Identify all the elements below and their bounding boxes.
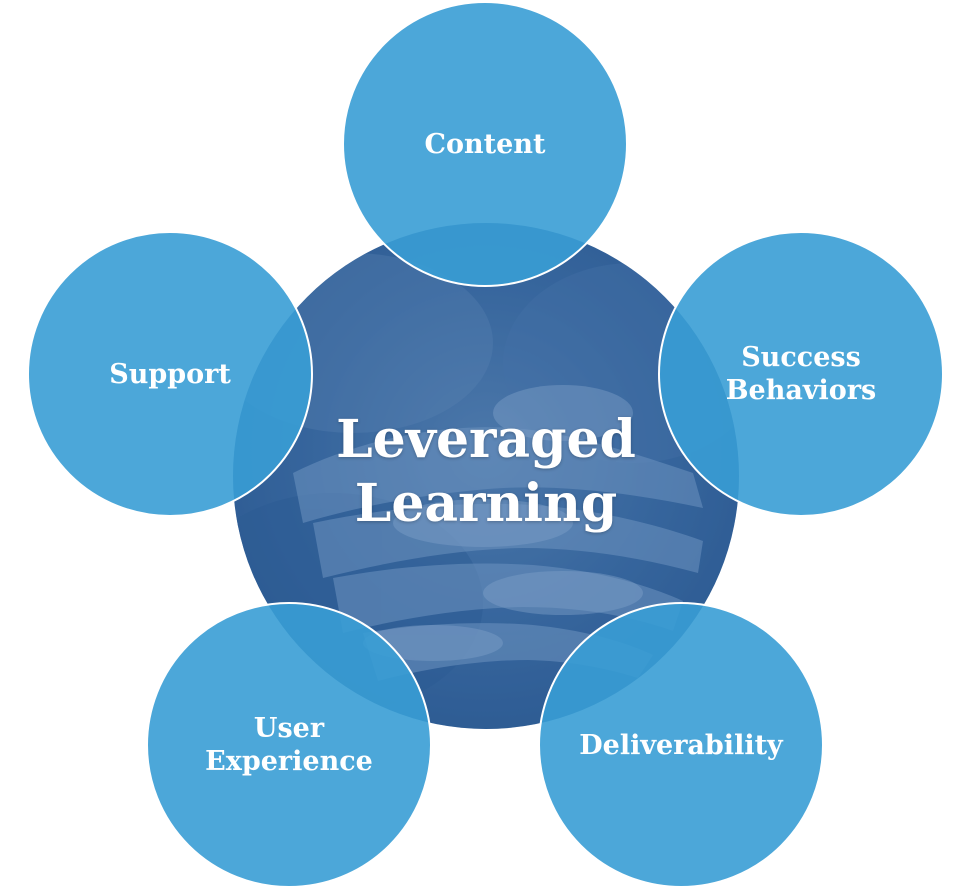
center-image-circle	[233, 223, 739, 729]
node-deliverability[interactable]: Deliverability	[538, 602, 824, 888]
node-success-behaviors[interactable]: Success Behaviors	[658, 231, 944, 517]
node-content[interactable]: Content	[342, 1, 628, 287]
node-support-label: Support	[109, 358, 231, 391]
center-title: Leveraged Learning	[233, 408, 739, 536]
center-title-line2: Learning	[354, 473, 618, 534]
node-success-behaviors-line1: Success	[741, 342, 861, 373]
node-support[interactable]: Support	[27, 231, 313, 517]
node-success-behaviors-label: Success Behaviors	[726, 341, 877, 407]
node-user-experience[interactable]: User Experience	[146, 602, 432, 888]
node-user-experience-line2: Experience	[205, 746, 373, 777]
node-user-experience-line1: User	[253, 713, 325, 744]
node-support-line1: Support	[109, 358, 231, 390]
node-content-label: Content	[425, 128, 546, 161]
node-user-experience-label: User Experience	[205, 712, 373, 778]
node-content-line1: Content	[424, 128, 546, 160]
node-deliverability-line1: Deliverability	[579, 729, 783, 761]
node-success-behaviors-line2: Behaviors	[725, 375, 877, 406]
center-title-line1: Leveraged	[336, 409, 636, 470]
node-deliverability-label: Deliverability	[579, 729, 783, 762]
